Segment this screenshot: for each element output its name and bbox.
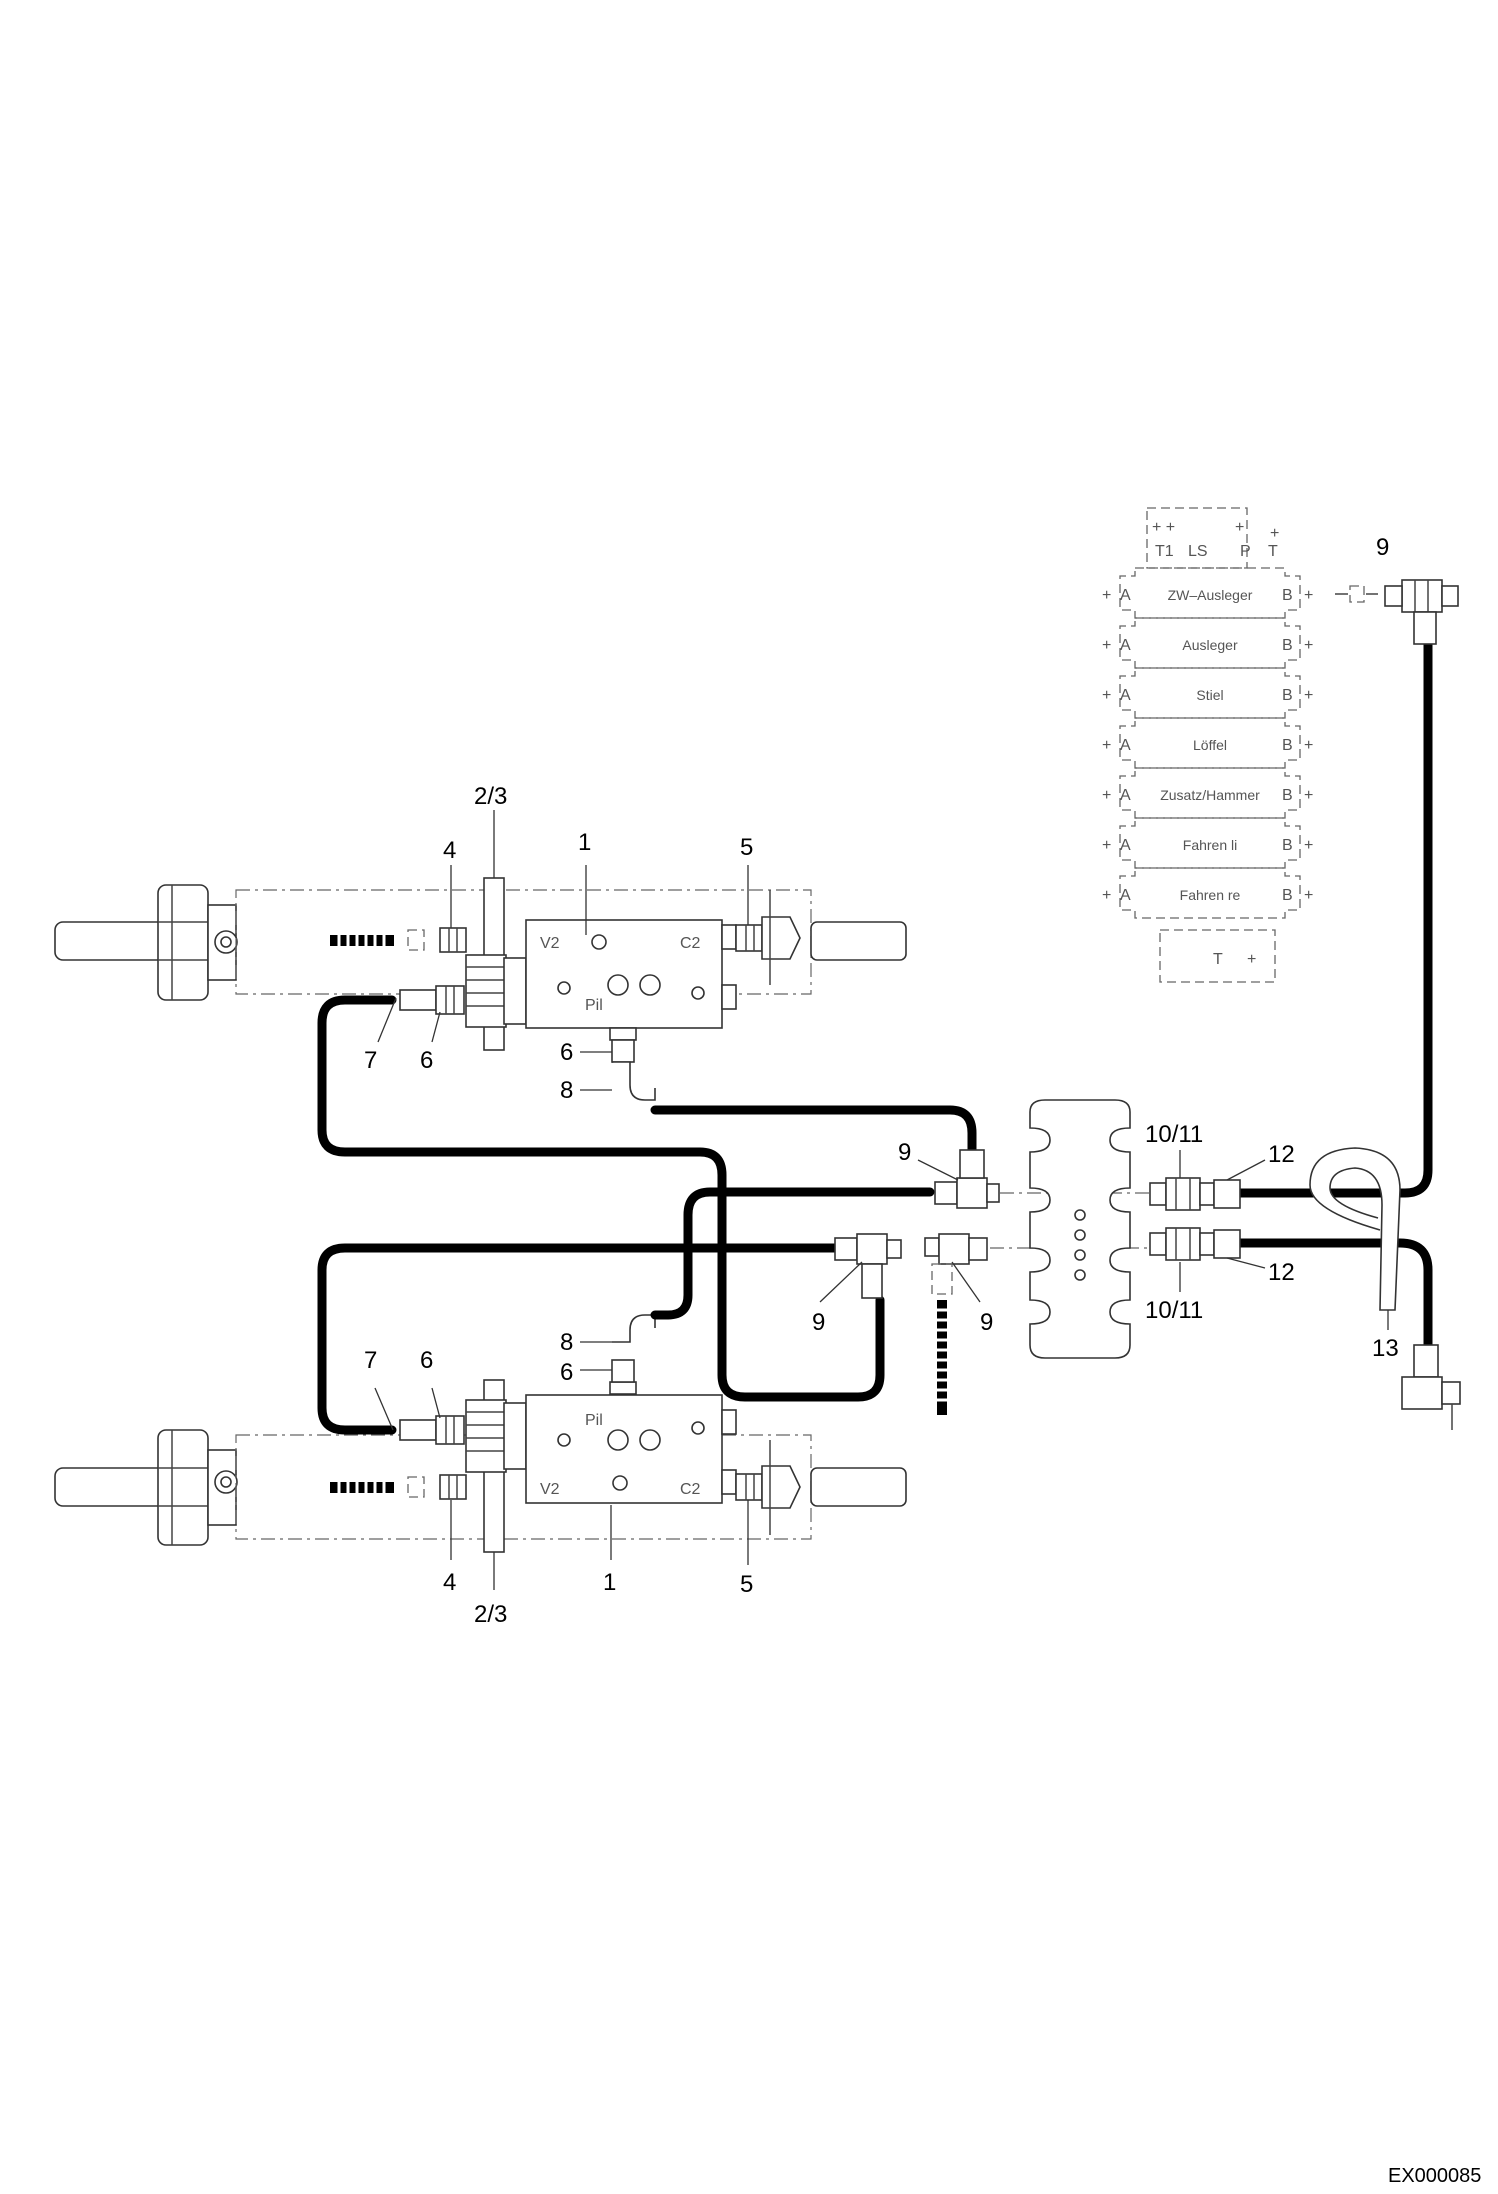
- section-port-a: A: [1120, 887, 1131, 904]
- tee-top-right: [1384, 579, 1459, 645]
- coupling-plate: [1029, 1099, 1401, 1359]
- callout-tee-9-left: 9: [812, 1309, 825, 1336]
- callout-bottom-8: 8: [560, 1329, 573, 1356]
- leader-lines: [374, 810, 1389, 1590]
- tee-bottom-right: [1401, 1344, 1461, 1430]
- port-p: P: [1240, 543, 1251, 560]
- callout-bottom-4: 4: [443, 1569, 456, 1596]
- callout-labels: 2/3 4 1 5 7 6 6 8 9 9 9 9 10/11 10/11 12…: [364, 534, 1399, 1628]
- callout-clamp-13: 13: [1372, 1335, 1399, 1362]
- callout-bottom-7: 7: [364, 1347, 377, 1374]
- drawing-id: EX000085: [1388, 2165, 1481, 2187]
- plus-mark-left: +: [1102, 887, 1111, 904]
- plus-mark-left: +: [1102, 787, 1111, 804]
- callout-top-1: 1: [578, 829, 591, 856]
- valve-section: + A Ausleger B +: [1102, 617, 1313, 669]
- section-name: ZW–Ausleger: [1168, 587, 1253, 603]
- plus-mark-right: +: [1304, 787, 1313, 804]
- callout-top-6: 6: [420, 1047, 433, 1074]
- valve-top-v2: V2: [540, 935, 560, 952]
- section-name: Stiel: [1196, 687, 1223, 703]
- callout-hose-12-lower: 12: [1268, 1259, 1295, 1286]
- seal-marks: [330, 935, 394, 946]
- valve-bottom-pil: Pil: [585, 1412, 603, 1429]
- svg-text:+: +: [1270, 525, 1279, 542]
- section-name: Zusatz/Hammer: [1160, 787, 1260, 803]
- section-port-b: B: [1282, 887, 1293, 904]
- section-port-b: B: [1282, 837, 1293, 854]
- plus-mark-right: +: [1304, 637, 1313, 654]
- plus-mark-left: +: [1102, 587, 1111, 604]
- section-port-a: A: [1120, 637, 1131, 654]
- valve-bottom-v2: V2: [540, 1481, 560, 1498]
- tee-fittings: [834, 1149, 1155, 1299]
- valve-section: + A Stiel B +: [1102, 667, 1313, 719]
- port-t: T: [1268, 543, 1278, 560]
- callout-coupling-10-11-lower: 10/11: [1145, 1297, 1203, 1324]
- section-name: Ausleger: [1182, 637, 1238, 653]
- svg-text:+: +: [1247, 951, 1256, 968]
- callout-tee-9-upper: 9: [898, 1139, 911, 1166]
- section-name: Fahren li: [1183, 837, 1237, 853]
- port-ls: LS: [1188, 543, 1208, 560]
- section-port-a: A: [1120, 737, 1131, 754]
- svg-text:+: +: [1235, 519, 1244, 536]
- section-port-b: B: [1282, 737, 1293, 754]
- section-name: Löffel: [1193, 737, 1227, 753]
- section-port-b: B: [1282, 637, 1293, 654]
- callout-top-5: 5: [740, 834, 753, 861]
- callout-bottom-6: 6: [420, 1347, 433, 1374]
- section-port-a: A: [1120, 687, 1131, 704]
- plus-mark-left: +: [1102, 737, 1111, 754]
- callout-hose-12-upper: 12: [1268, 1141, 1295, 1168]
- section-port-a: A: [1120, 787, 1131, 804]
- bottom-cylinder: Pil V2 C2: [54, 1314, 907, 1553]
- valve-section: + A ZW–Ausleger B +: [1102, 567, 1313, 619]
- section-port-b: B: [1282, 687, 1293, 704]
- callout-top-6-lower: 6: [560, 1039, 573, 1066]
- svg-text:+ +: + +: [1152, 519, 1175, 536]
- valve-bottom-c2: C2: [680, 1481, 701, 1498]
- valve-section: + A Fahren li B +: [1102, 817, 1313, 869]
- plus-mark-right: +: [1304, 837, 1313, 854]
- callout-top-4: 4: [443, 837, 456, 864]
- callout-tee-9-top-right: 9: [1376, 534, 1389, 561]
- plus-mark-right: +: [1304, 687, 1313, 704]
- port-t-bottom: T: [1213, 951, 1223, 968]
- plus-mark-right: +: [1304, 887, 1313, 904]
- hoses: [317, 640, 1433, 1435]
- valve-section: + A Fahren re B +: [1102, 867, 1313, 919]
- section-port-a: A: [1120, 837, 1131, 854]
- section-name: Fahren re: [1180, 887, 1241, 903]
- plus-mark-left: +: [1102, 837, 1111, 854]
- top-cylinder: V2 C2 Pil: [54, 877, 907, 1101]
- plus-mark-right: +: [1304, 587, 1313, 604]
- port-t1: T1: [1155, 543, 1174, 560]
- callout-top-8: 8: [560, 1077, 573, 1104]
- valve-top-c2: C2: [680, 935, 701, 952]
- callout-bottom-2-3: 2/3: [474, 1601, 507, 1628]
- valve-top-pil: Pil: [585, 997, 603, 1014]
- callout-top-2-3: 2/3: [474, 783, 507, 810]
- callout-tee-9-right: 9: [980, 1309, 993, 1336]
- callout-bottom-6-lower: 6: [560, 1359, 573, 1386]
- section-port-a: A: [1120, 587, 1131, 604]
- callout-coupling-10-11-upper: 10/11: [1145, 1121, 1203, 1148]
- plus-mark-left: +: [1102, 687, 1111, 704]
- callout-bottom-5: 5: [740, 1571, 753, 1598]
- plus-mark-right: +: [1304, 737, 1313, 754]
- section-port-b: B: [1282, 587, 1293, 604]
- callout-top-7: 7: [364, 1047, 377, 1074]
- plus-mark-left: +: [1102, 637, 1111, 654]
- callout-bottom-1: 1: [603, 1569, 616, 1596]
- valve-section: + A Löffel B +: [1102, 717, 1313, 769]
- section-port-b: B: [1282, 787, 1293, 804]
- valve-section: + A Zusatz/Hammer B +: [1102, 767, 1313, 819]
